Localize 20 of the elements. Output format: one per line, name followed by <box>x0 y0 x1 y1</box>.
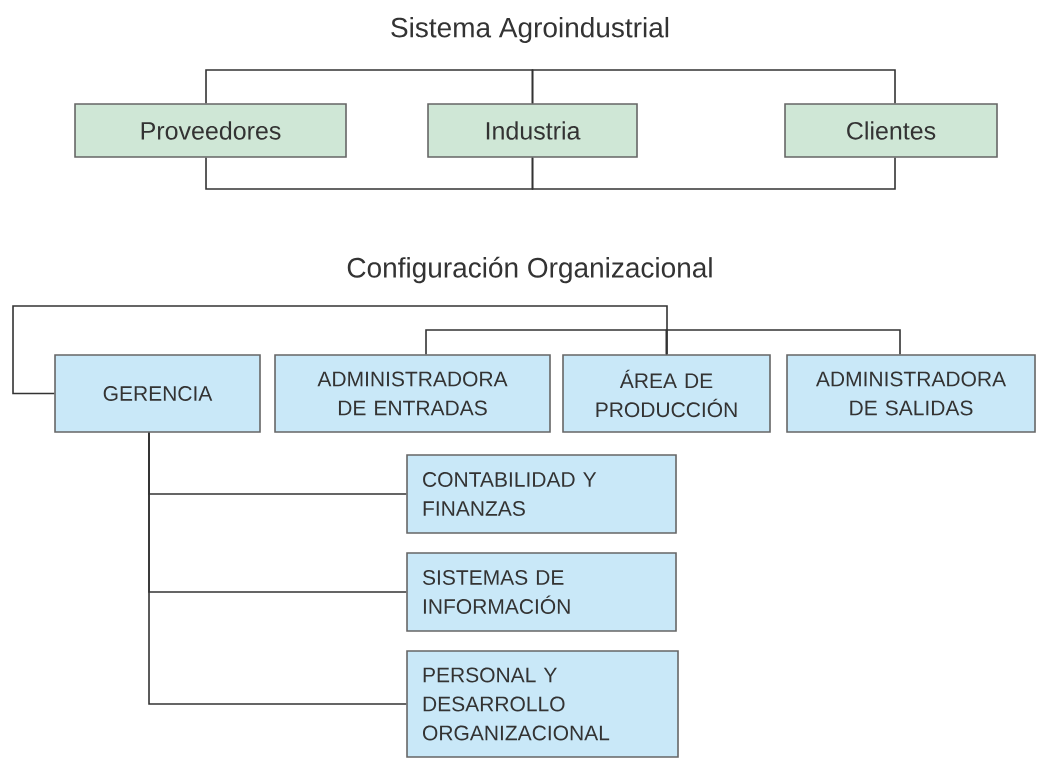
department-box: GERENCIA <box>54 354 261 433</box>
process-box: Clientes <box>784 103 998 158</box>
connector-line <box>531 157 896 190</box>
department-box: CONTABILIDAD Y FINANZAS <box>406 454 677 534</box>
process-box: Proveedores <box>74 103 347 158</box>
department-box: ADMINISTRADORA DE ENTRADAS <box>274 354 551 433</box>
connector-line <box>205 157 534 190</box>
diagram-title: Sistema Agroindustrial <box>391 16 669 44</box>
connector-line <box>12 305 668 395</box>
department-box: PERSONAL Y DESARROLLO ORGANIZACIONAL <box>406 650 679 758</box>
connector-line <box>425 329 668 355</box>
department-box: ADMINISTRADORA DE SALIDAS <box>786 354 1036 433</box>
connector-line <box>531 69 896 104</box>
section-heading: Configuración Organizacional <box>347 256 712 284</box>
connector-line <box>205 69 534 104</box>
connector-line <box>665 329 901 355</box>
department-box: ÁREA DE PRODUCCIÓN <box>562 354 771 433</box>
process-box: Industria <box>427 103 638 158</box>
department-box: SISTEMAS DE INFORMACIÓN <box>406 552 677 632</box>
connector-line <box>148 432 407 705</box>
